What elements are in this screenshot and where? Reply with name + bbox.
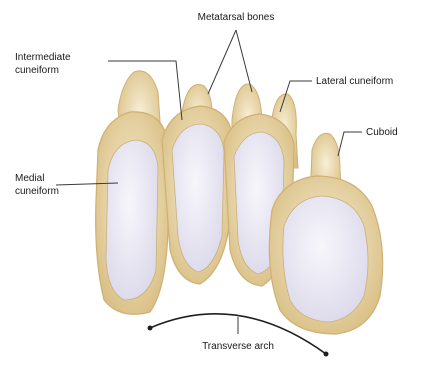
label-medial-line1: Medial [15,172,59,185]
arch-end-left [148,326,153,331]
medial-cuneiform-bone [96,112,168,314]
leader-cuboid [338,132,362,156]
label-intermediate-line2: cuneiform [15,64,71,77]
arch-end-right [324,352,329,357]
label-intermediate-line1: Intermediate [15,51,71,64]
label-medial-line2: cuneiform [15,185,59,198]
label-cuboid: Cuboid [366,126,398,139]
label-metatarsal-bones: Metatarsal bones [196,11,276,24]
label-intermediate-cuneiform: Intermediate cuneiform [15,51,71,77]
label-lateral-cuneiform: Lateral cuneiform [316,75,393,88]
label-medial-cuneiform: Medial cuneiform [15,172,59,198]
leader-metatarsal-left [208,30,236,94]
leader-metatarsal-right [236,30,252,92]
intermediate-cuneiform-bone [162,106,232,284]
cuboid-bone [269,176,382,334]
label-transverse-arch: Transverse arch [178,340,298,353]
